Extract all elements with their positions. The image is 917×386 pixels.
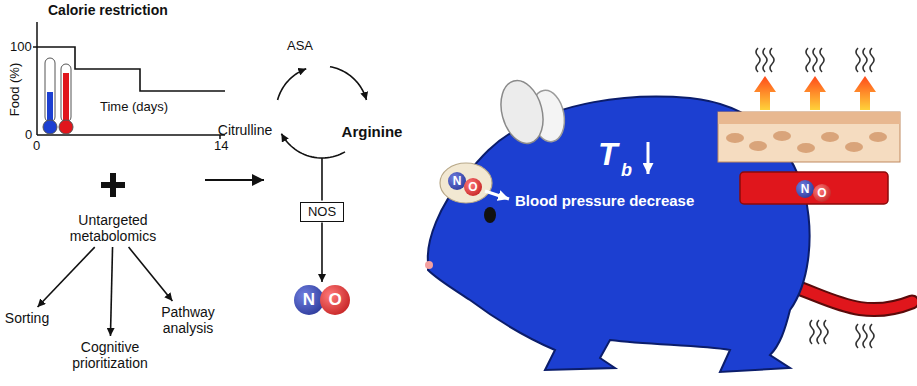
method-step: Cognitive prioritization <box>64 339 156 371</box>
heat-wave <box>770 48 774 72</box>
axis-title: Time (days) <box>100 100 168 115</box>
tail-outline <box>790 285 912 310</box>
brain <box>440 163 492 203</box>
node-text: Arginine <box>342 123 403 140</box>
skin-top-layer <box>718 112 900 124</box>
thermometer-fill <box>63 73 69 126</box>
connector-arrow <box>321 222 323 282</box>
skin-cell <box>797 143 815 153</box>
atom-circle: O <box>813 184 831 202</box>
heat-wave <box>870 48 874 72</box>
axis-title: Food (%) <box>8 54 23 124</box>
node-text: Untargeted metabolomics <box>63 212 163 244</box>
metabolite-label: ASA <box>287 39 313 54</box>
effect-arrow <box>485 191 509 199</box>
effect-label: Blood pressure decrease <box>515 192 694 209</box>
connector-arrow <box>110 247 112 336</box>
skin-cell <box>845 142 863 152</box>
enzyme-box: NOS <box>300 202 344 223</box>
heat-arrow <box>854 76 876 110</box>
food-chart <box>33 22 225 139</box>
thermometer-bulb <box>43 120 57 134</box>
method-step: Sorting <box>5 310 49 326</box>
method-text: Untargeted metabolomics <box>63 212 163 244</box>
skin-cell <box>821 132 839 142</box>
atom-circle: O <box>320 285 350 315</box>
connector-arrow <box>278 69 307 100</box>
heat-wave <box>756 48 760 72</box>
y-axis <box>36 22 38 135</box>
mouse-eye <box>484 207 496 223</box>
tick-label: 0 <box>25 128 32 143</box>
axis-tick <box>33 46 37 48</box>
skin-cell <box>749 141 767 151</box>
heat-wave <box>824 320 828 344</box>
heat-wave <box>813 48 817 72</box>
atom-circle: N <box>796 180 814 198</box>
connector-arrow <box>38 247 95 307</box>
temperature-symbol: T <box>598 136 618 173</box>
node-text: NOS <box>308 205 336 220</box>
skin-cell <box>726 133 744 143</box>
node-text: Cognitive prioritization <box>64 339 156 371</box>
node-text: ASA <box>287 39 313 54</box>
temperature-subscript: b <box>621 160 632 181</box>
mouse-ear <box>494 76 549 148</box>
connector-arrow <box>321 158 323 201</box>
heat-wave <box>810 320 814 344</box>
no-molecule: NO <box>294 285 350 315</box>
x-axis <box>37 134 225 136</box>
heat-wave <box>863 48 867 72</box>
heat-waves <box>756 48 874 348</box>
connector-arrow <box>129 247 173 301</box>
heat-arrow <box>804 76 826 110</box>
connector-arrow <box>330 67 366 100</box>
chart-title: Calorie restriction <box>48 2 168 18</box>
tail <box>790 285 912 310</box>
heat-wave <box>763 48 767 72</box>
heat-wave <box>806 48 810 72</box>
node-text: Citrulline <box>218 122 272 138</box>
tick-label: 100 <box>10 40 32 55</box>
heat-wave <box>820 48 824 72</box>
plus-sign <box>101 173 125 197</box>
atom-circle: O <box>464 178 482 196</box>
skin-vessel <box>718 76 900 204</box>
node-text: Sorting <box>5 310 49 326</box>
thermometer-bulb <box>59 120 73 134</box>
decrease-arrow <box>647 142 650 174</box>
mouse-illustration <box>425 76 912 372</box>
connector-arrow <box>281 134 345 158</box>
tick-label: 14 <box>214 139 228 154</box>
skin-layer <box>718 112 900 162</box>
heat-wave <box>856 324 860 348</box>
skin-cell <box>773 131 791 141</box>
heat-wave <box>870 324 874 348</box>
heat-wave <box>817 320 821 344</box>
node-text: Pathway analysis <box>152 304 224 336</box>
flow-arrow <box>205 179 264 181</box>
blood-vessel <box>740 172 888 204</box>
tick-label: 0 <box>33 139 40 154</box>
heat-wave <box>863 324 867 348</box>
heat-wave <box>856 48 860 72</box>
method-step: Pathway analysis <box>152 304 224 336</box>
metabolite-label: Citrulline <box>218 122 272 138</box>
plus-bar <box>110 173 116 197</box>
metabolite-label: Arginine <box>342 123 403 140</box>
mouse-nose <box>425 261 433 269</box>
heat-arrow <box>754 76 776 110</box>
skin-cell <box>869 132 887 142</box>
